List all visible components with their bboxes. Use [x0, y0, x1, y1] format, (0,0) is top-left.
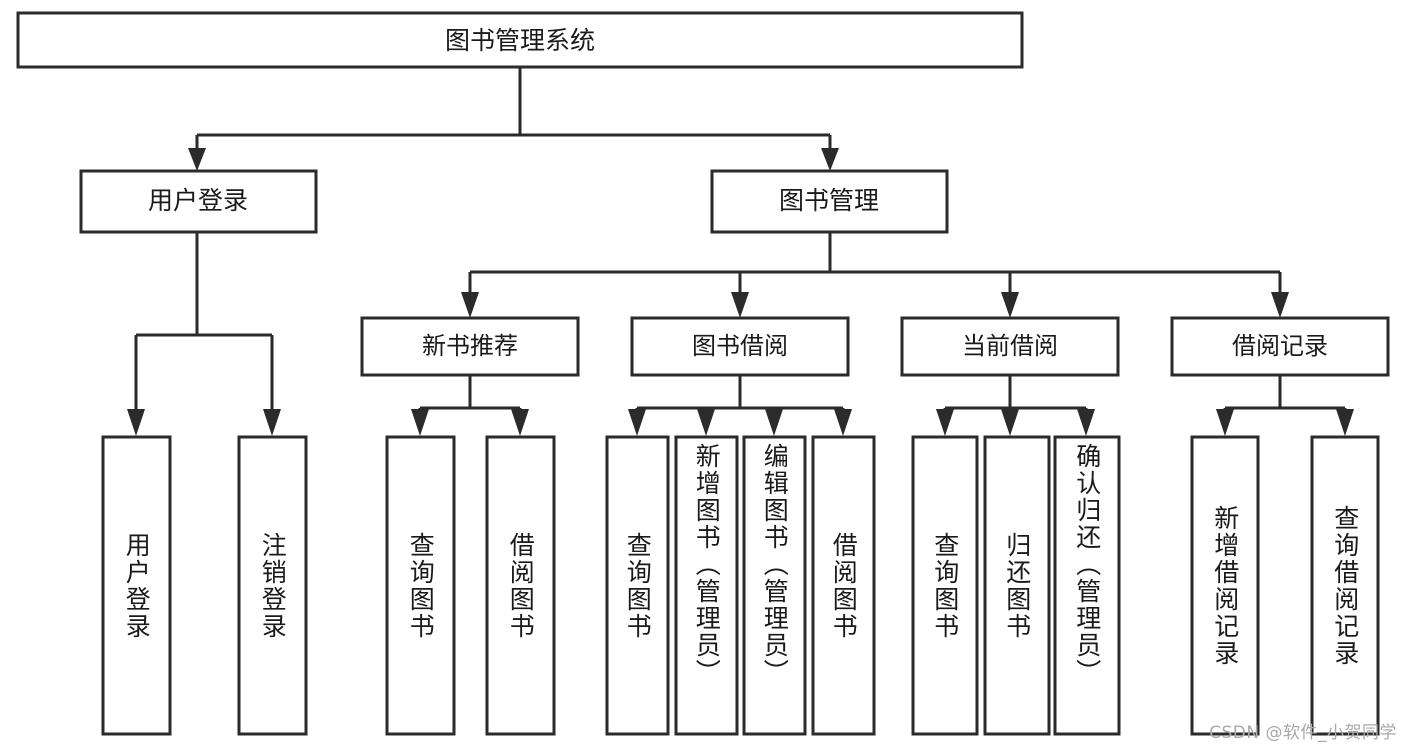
node-borrow-record[interactable]: 借阅记录 — [1170, 316, 1390, 377]
leaf-query-book-3-box[interactable] — [911, 435, 979, 736]
arrow-head-icon — [697, 409, 715, 436]
leaf-logout-box[interactable] — [237, 435, 308, 736]
arrow-head-icon — [1336, 409, 1354, 436]
leaf-borrow-book-2-box[interactable] — [811, 435, 876, 736]
node-user-login-label: 用户登录 — [148, 186, 248, 215]
node-book-borrow-label: 图书借阅 — [692, 332, 788, 360]
arrow-head-icon — [821, 148, 839, 171]
arrow-head-icon — [628, 409, 646, 436]
arrow-head-icon — [511, 409, 529, 436]
leaf-query-book-2-box[interactable] — [605, 435, 670, 736]
arrow-head-icon — [1216, 409, 1234, 436]
node-book-borrow[interactable]: 图书借阅 — [630, 316, 850, 377]
node-new-book-recommend[interactable]: 新书推荐 — [360, 316, 580, 377]
arrow-head-icon — [1001, 409, 1019, 436]
arrow-head-icon — [1077, 409, 1095, 436]
node-user-login-box[interactable] — [79, 169, 318, 234]
arrow-head-icon — [1001, 292, 1019, 318]
node-new-book-recommend-label: 新书推荐 — [422, 332, 518, 360]
node-book-manage-box[interactable] — [710, 169, 949, 234]
node-new-book-recommend-box[interactable] — [360, 316, 580, 377]
arrow-head-icon — [765, 409, 783, 436]
node-current-borrow-box[interactable] — [900, 316, 1120, 377]
arrow-head-icon — [731, 292, 749, 318]
leaf-add-record-box[interactable] — [1190, 435, 1260, 736]
connector-current-borrow-to-leaves — [936, 375, 1095, 436]
connector-borrow-record-to-leaves — [1216, 375, 1354, 436]
arrow-head-icon — [263, 409, 281, 436]
arrow-head-icon — [1271, 292, 1289, 318]
connector-user-login-to-leaves — [127, 232, 281, 436]
connector-book-borrow-to-leaves — [628, 375, 852, 436]
leaf-query-book-1-box[interactable] — [385, 435, 456, 736]
arrow-head-icon — [834, 409, 852, 436]
connector-book-manage-to-level3 — [461, 232, 1289, 318]
leaf-edit-book-box[interactable] — [742, 435, 807, 736]
node-root-box[interactable] — [16, 11, 1024, 69]
node-book-manage-label: 图书管理 — [779, 186, 879, 215]
arrow-head-icon — [188, 148, 206, 171]
node-root[interactable]: 图书管理系统 — [16, 11, 1024, 69]
node-root-label: 图书管理系统 — [445, 26, 595, 55]
leaf-user-login-box[interactable] — [101, 435, 172, 736]
connector-new-book-recommend-to-leaves — [411, 375, 529, 436]
leaf-query-record-box[interactable] — [1310, 435, 1380, 736]
node-book-borrow-box[interactable] — [630, 316, 850, 377]
node-borrow-record-box[interactable] — [1170, 316, 1390, 377]
arrow-head-icon — [936, 409, 954, 436]
leaf-return-book-box[interactable] — [983, 435, 1051, 736]
watermark: CSDN @软件_小贺同学 — [1209, 723, 1397, 743]
leaf-boxes — [101, 435, 1380, 736]
node-book-manage[interactable]: 图书管理 — [710, 169, 949, 234]
node-user-login[interactable]: 用户登录 — [79, 169, 318, 234]
node-borrow-record-label: 借阅记录 — [1232, 332, 1328, 360]
arrow-head-icon — [461, 292, 479, 318]
arrow-head-icon — [411, 409, 429, 436]
node-current-borrow[interactable]: 当前借阅 — [900, 316, 1120, 377]
connector-root-to-level2 — [188, 67, 839, 171]
leaf-confirm-return-box[interactable] — [1053, 435, 1121, 736]
leaf-add-book-box[interactable] — [674, 435, 739, 736]
node-current-borrow-label: 当前借阅 — [962, 332, 1058, 360]
arrow-head-icon — [127, 409, 145, 436]
leaf-borrow-book-1-box[interactable] — [485, 435, 556, 736]
